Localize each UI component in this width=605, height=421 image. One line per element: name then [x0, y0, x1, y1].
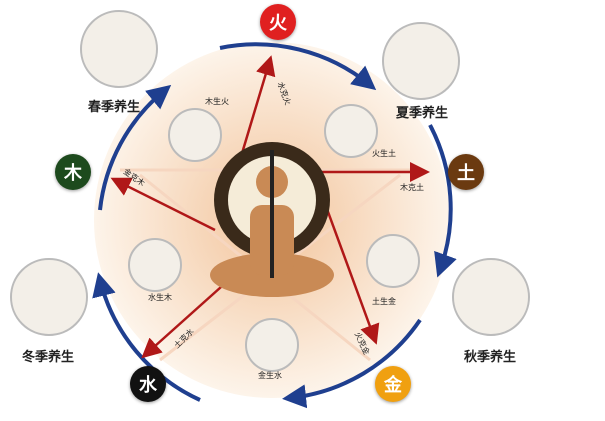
season-autumn: 秋季养生	[464, 350, 517, 365]
label-earth-metal: 土生金	[372, 297, 396, 306]
label-wood-earth: 木克土	[400, 183, 424, 192]
summer-image	[382, 22, 460, 100]
element-wood: 木	[55, 154, 91, 190]
fire-earth-image	[324, 104, 378, 158]
label-water-wood: 水生木	[148, 293, 172, 302]
element-fire: 火	[260, 4, 296, 40]
autumn-image	[452, 258, 530, 336]
water-wood-image	[128, 238, 182, 292]
spring-image	[80, 10, 158, 88]
wood-fire-image	[168, 108, 222, 162]
season-winter: 冬季养生	[22, 350, 75, 365]
season-spring: 春季养生	[88, 100, 141, 115]
label-fire-earth: 火生土	[372, 149, 396, 158]
meditating-figure-icon	[210, 150, 334, 297]
element-earth: 土	[448, 154, 484, 190]
element-metal: 金	[375, 366, 411, 402]
label-wood-fire: 木生火	[205, 97, 229, 106]
generating-cycle-arrows	[92, 42, 457, 409]
winter-image	[10, 258, 88, 336]
season-summer: 夏季养生	[396, 106, 449, 121]
element-water: 水	[130, 366, 166, 402]
metal-water-image	[245, 318, 299, 372]
label-metal-water: 金生水	[258, 371, 282, 380]
earth-metal-image	[366, 234, 420, 288]
